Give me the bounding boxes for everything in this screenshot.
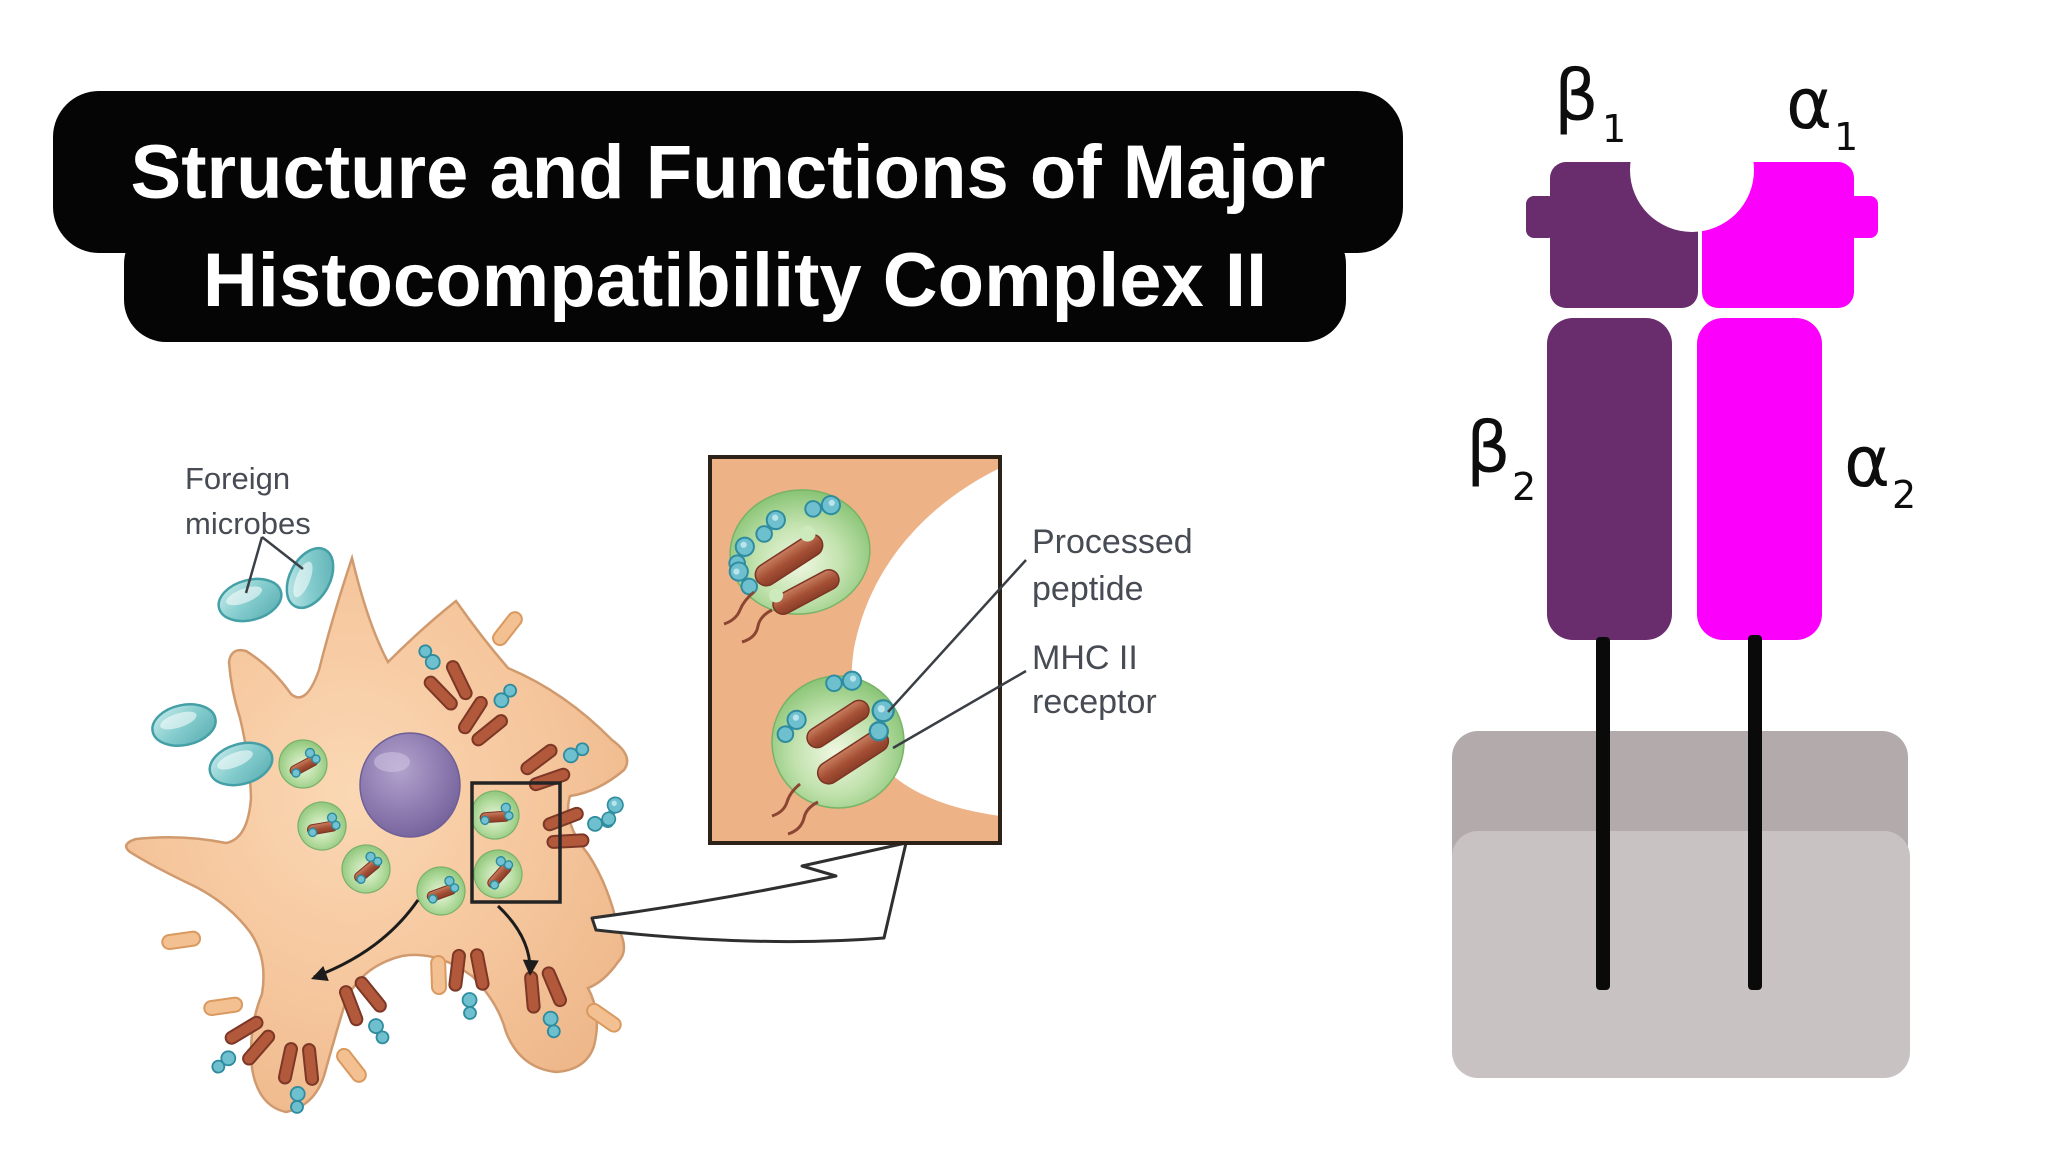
- beta-transmembrane-stalk: [1596, 637, 1610, 990]
- traffic-arrow-left: [313, 899, 420, 979]
- peptide-binding-groove-notch: [1630, 108, 1754, 232]
- processed-peptide-label: Processed peptide: [1032, 523, 1202, 608]
- foreign-microbe: [276, 539, 344, 617]
- page-title-line2: Histocompatibility Complex II: [202, 237, 1268, 323]
- membrane-stub: [333, 1045, 370, 1086]
- alpha1-label: α 1: [1786, 63, 1858, 159]
- leader-line: [892, 669, 1027, 750]
- magnified-inset: [708, 455, 1002, 845]
- inset-phagosome-lower: [771, 669, 905, 836]
- alpha1-side-tab: [1848, 196, 1878, 238]
- nucleus-highlight: [374, 752, 410, 772]
- alpha2-domain: [1697, 318, 1822, 640]
- membrane-stub: [429, 954, 448, 996]
- membrane-stub: [160, 929, 202, 951]
- magnified-region-outline: [470, 781, 562, 904]
- membrane-inner-leaflet: [1452, 831, 1910, 1078]
- phagosome-vesicle: [278, 739, 328, 789]
- leader-line: [244, 536, 264, 594]
- leader-line: [887, 559, 1027, 713]
- membrane-stub: [489, 608, 526, 649]
- foreign-microbe: [147, 697, 221, 753]
- alpha-transmembrane-stalk: [1748, 635, 1762, 990]
- alpha2-label: α 2: [1844, 421, 1916, 517]
- foreign-microbes-label: Foreign microbes: [185, 461, 311, 541]
- free-peptide-icon: [598, 793, 627, 830]
- zoom-open-arrow: [590, 841, 908, 944]
- leader-line: [261, 536, 304, 570]
- beta2-label: β 2: [1466, 407, 1536, 509]
- inset-phagosome-upper: [723, 489, 871, 644]
- mhc2-receptor-label: MHC II receptor: [1032, 639, 1157, 721]
- page-title-line1: Structure and Functions of Major: [130, 129, 1326, 215]
- mhc2-structure-diagram: β 1 α 1 β 2 α 2: [1452, 55, 1916, 1078]
- beta1-side-tab: [1526, 196, 1556, 238]
- nucleus: [359, 732, 461, 838]
- antigen-presenting-cell-illustration: [124, 539, 908, 1115]
- inset-border: [708, 455, 1002, 845]
- title-banner-line2: Histocompatibility Complex II: [124, 222, 1346, 342]
- beta1-label: β 1: [1554, 55, 1626, 151]
- membrane-stub: [202, 995, 244, 1017]
- beta2-domain: [1547, 318, 1672, 640]
